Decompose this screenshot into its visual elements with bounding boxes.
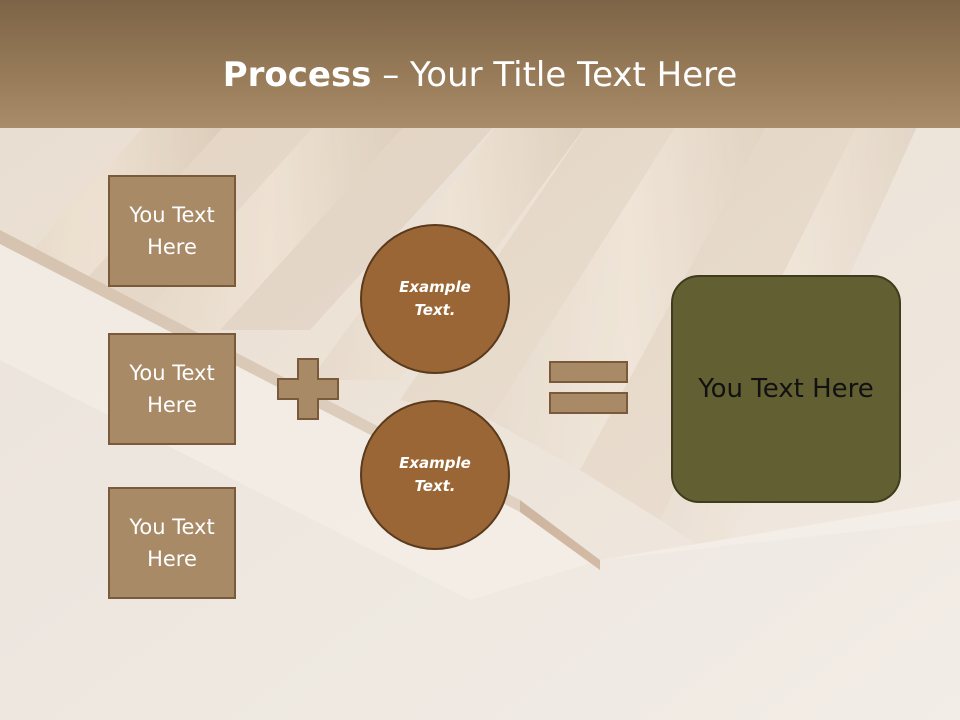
result-label: You Text Here xyxy=(698,374,874,404)
title-bold: Process xyxy=(222,55,372,95)
example-circle-2: Example Text. xyxy=(360,400,510,550)
title-rest: – Your Title Text Here xyxy=(371,55,738,95)
input-box-label: You Text Here xyxy=(129,361,215,417)
title-bar xyxy=(0,0,960,128)
example-circle-1: Example Text. xyxy=(360,224,510,374)
input-box-3: You Text Here xyxy=(108,487,236,599)
input-box-label: You Text Here xyxy=(129,203,215,259)
result-box: You Text Here xyxy=(671,275,901,503)
circle-label: Example Text. xyxy=(399,454,471,495)
input-box-1: You Text Here xyxy=(108,175,236,287)
equals-icon xyxy=(549,361,628,414)
plus-icon xyxy=(277,358,339,420)
slide-title: Process – Your Title Text Here xyxy=(0,52,960,98)
input-box-2: You Text Here xyxy=(108,333,236,445)
input-box-label: You Text Here xyxy=(129,515,215,571)
circle-label: Example Text. xyxy=(399,278,471,319)
